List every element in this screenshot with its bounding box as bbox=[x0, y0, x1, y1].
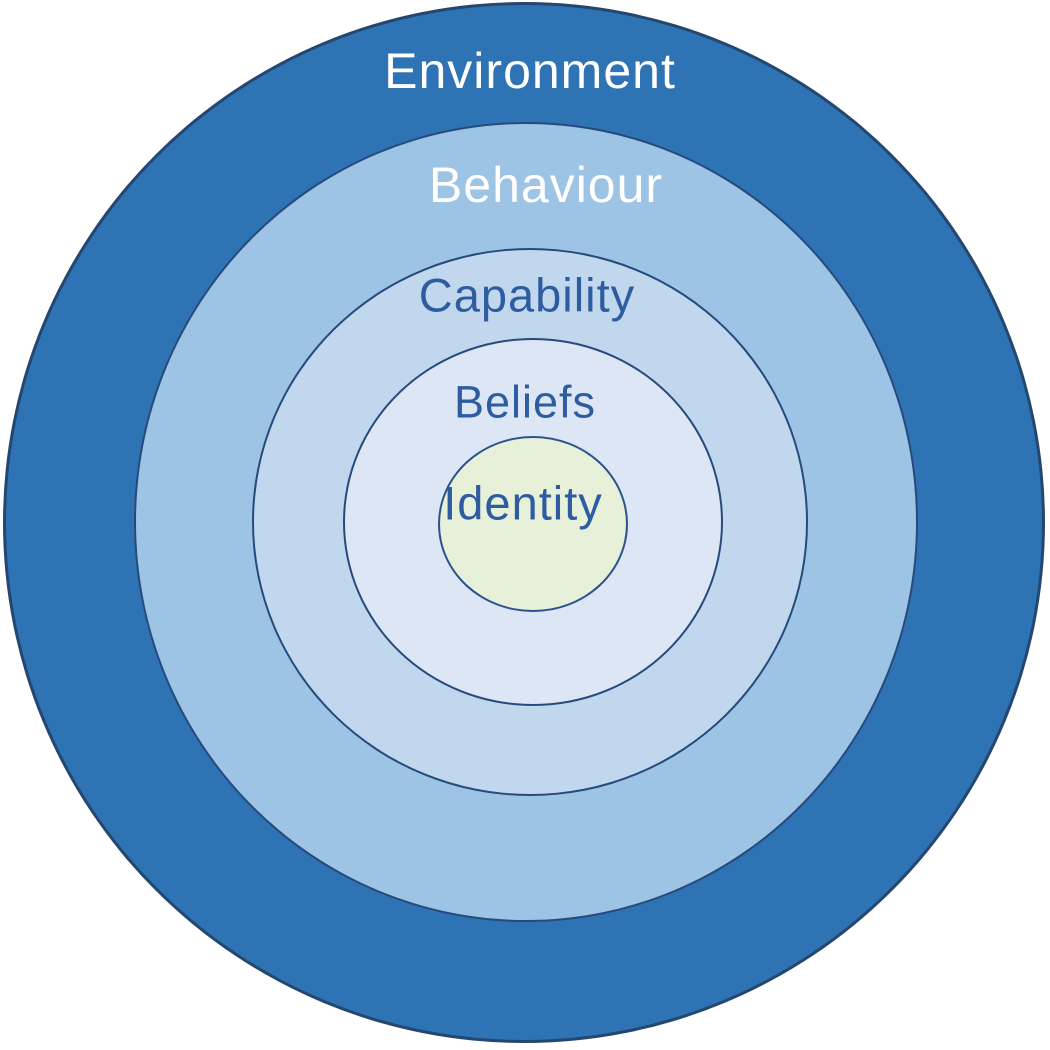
circle-identity bbox=[438, 436, 628, 612]
label-behaviour: Behaviour bbox=[428, 157, 664, 213]
label-environment: Environment bbox=[384, 43, 676, 99]
label-identity: Identity bbox=[443, 476, 603, 530]
label-capability: Capability bbox=[418, 268, 636, 322]
label-beliefs: Beliefs bbox=[453, 376, 597, 428]
